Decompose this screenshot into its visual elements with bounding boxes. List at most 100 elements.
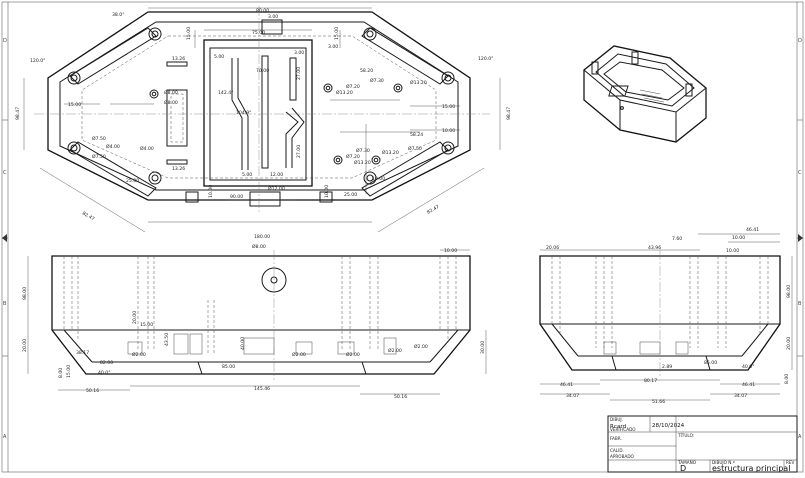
- dim-label: 90.00: [230, 194, 243, 200]
- dim-label: Ø13.20: [354, 159, 371, 166]
- dim-label: 34.07: [566, 393, 579, 399]
- arrow-left-icon: [2, 234, 7, 242]
- dim-label: Ø7.30: [356, 147, 370, 154]
- dim-label: 34.07: [734, 393, 747, 399]
- dim-label: 10.00: [442, 128, 455, 134]
- dim-label: Ø4.00: [106, 143, 120, 150]
- dim-label: 50.16: [86, 388, 99, 394]
- dim-label: 8.00: [58, 368, 64, 378]
- dim-label: 8.00: [784, 374, 790, 384]
- dim-label: 75.00: [252, 30, 265, 36]
- dim-label: 43.96: [648, 245, 661, 251]
- dim-label: Ø7.50: [92, 135, 106, 142]
- title-block-label: CALID.: [610, 448, 624, 453]
- top-view-pocket: [81, 35, 437, 179]
- title-block-label: DIBUJ.: [610, 417, 623, 422]
- dim-label: Ø13.20: [336, 89, 353, 96]
- dim-label: 98.00: [786, 285, 792, 298]
- dim-label: 80.00: [256, 8, 269, 14]
- dim-label: 15.00: [442, 104, 455, 110]
- dim-label: 15.00: [140, 322, 153, 328]
- zone-label: A: [798, 434, 802, 440]
- dim-label: 25.00: [344, 192, 357, 198]
- front-view-outline: [51, 255, 471, 375]
- dim-label: 40.0°: [742, 364, 755, 370]
- dim-label: Ø2.00: [388, 347, 402, 354]
- dim-label: 3.00: [294, 50, 304, 56]
- dim-label: Ø8.00: [164, 99, 178, 106]
- dim-label: 40.00: [240, 337, 246, 350]
- dim-label: Ø8.00: [164, 89, 178, 96]
- dim-label: 10.00: [208, 185, 214, 198]
- drawing-number-value: estructura principal: [712, 464, 790, 473]
- dim-label: 3.00: [268, 14, 278, 20]
- title-block-label: DIBUJO N.º: [712, 460, 735, 465]
- dim-label: 142.4°: [218, 90, 233, 96]
- front-view: Ø8.00 10.00 98.00 20.00 30.00 20.00 15.0…: [22, 243, 487, 400]
- dim-label: 7.60: [672, 236, 682, 242]
- dim-label: 80.17: [644, 378, 657, 384]
- central-window: [203, 39, 313, 187]
- dim-label: Ø2.00: [414, 343, 428, 350]
- dim-label: Ø4.00: [140, 145, 154, 152]
- dim-label: 10.00: [324, 185, 330, 198]
- dim-label: 85.00: [222, 364, 235, 370]
- title-block-label: REV: [786, 460, 795, 465]
- title-block-label: TAMAÑO: [677, 460, 697, 465]
- dim-label: Ø13.20: [410, 79, 427, 86]
- dim-label: 85.00: [704, 360, 717, 366]
- dim-label: Ø7.20: [346, 153, 360, 160]
- dim-label: 15.00: [66, 365, 72, 378]
- dim-label: 82.47: [81, 211, 95, 223]
- slot-top-right: [361, 27, 449, 85]
- zone-label: A: [3, 434, 7, 440]
- dim-label: 82.00: [100, 360, 113, 366]
- top-view: 38.0° 80.00 75.00 120.0° 120.0° 98.47 98…: [15, 6, 512, 240]
- dim-label: 27.00: [296, 145, 302, 158]
- dim-label: Ø8.00: [252, 243, 266, 250]
- dim-label: 20.00: [786, 337, 792, 350]
- dim-label: 27.00: [296, 67, 302, 80]
- dim-label: Ø2.00: [346, 351, 360, 358]
- dim-label: 20.00: [22, 339, 28, 352]
- side-view: 20.06 43.96 7.60 46.41 10.00 10.00 98.00…: [539, 227, 793, 405]
- dim-label: Ø13.20: [382, 149, 399, 156]
- dim-label: 12.00: [270, 172, 283, 178]
- dim-label: 58.24: [410, 132, 423, 138]
- dim-label: 145.46: [254, 386, 270, 392]
- dim-label: 5.00: [214, 54, 224, 60]
- dim-label: 13.26: [172, 56, 185, 62]
- dim-label: 10.00: [732, 235, 745, 241]
- top-view-outline: [47, 11, 471, 201]
- drawn-by-value: Rcard: [610, 424, 627, 430]
- dim-label: 40.0°: [98, 370, 111, 376]
- zone-label: D: [798, 38, 802, 44]
- dim-label: 15.00: [334, 27, 340, 40]
- dim-label: 15.00: [186, 27, 192, 40]
- dim-label: Ø7.20: [346, 83, 360, 90]
- dim-label: 5.00: [242, 172, 252, 178]
- title-block-label: TÍTULO:: [677, 433, 694, 438]
- title-block: DIBUJ. Rcard 28/10/2024 VERIFICADO TÍTUL…: [607, 415, 798, 473]
- zone-label: D: [3, 38, 7, 44]
- dim-label: 120.0°: [30, 58, 45, 64]
- dim-label: Ø7.50: [92, 153, 106, 160]
- dim-label: 104.9°: [236, 110, 251, 116]
- dim-label: 51.66: [652, 399, 665, 405]
- dim-label: 25.00: [126, 178, 139, 184]
- dim-label: 15.00: [68, 102, 81, 108]
- dim-label: 10.00: [444, 248, 457, 254]
- dim-label: 58.20: [360, 68, 373, 74]
- dim-label: 43.50: [164, 333, 170, 346]
- dim-label: Ø2.00: [132, 351, 146, 358]
- size-value: D: [680, 464, 686, 473]
- dim-label: 120.0°: [478, 56, 493, 62]
- dim-label: 82.47: [426, 204, 440, 216]
- dim-label: 70.00: [256, 68, 269, 74]
- dim-label: 46.41: [746, 227, 759, 233]
- dim-label: 20.00: [132, 311, 138, 324]
- dim-label: 30.00: [480, 341, 486, 354]
